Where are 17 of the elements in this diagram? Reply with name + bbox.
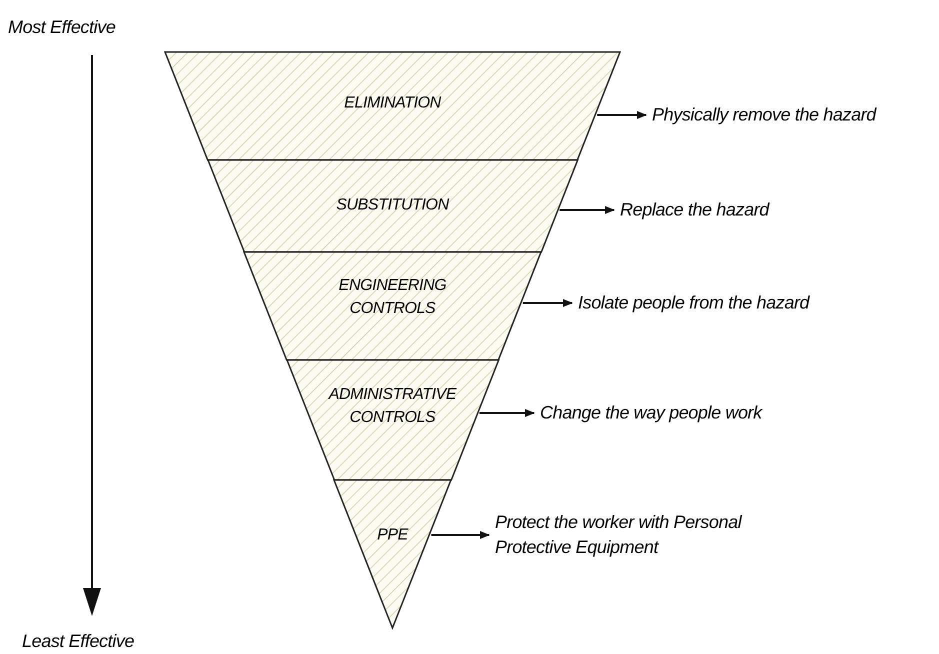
band-label: ADMINISTRATIVE CONTROLS (327, 384, 458, 428)
arrow (560, 206, 615, 214)
arrow (597, 111, 647, 119)
description-text: Change the way people work (540, 401, 764, 424)
arrow (431, 531, 490, 539)
band-label: ENGINEERING CONTROLS (338, 276, 448, 319)
description-text: Isolate people from the hazard (578, 291, 811, 314)
arrow (522, 299, 573, 307)
description-text: Protect the worker with Personal Protective Equipment (495, 510, 744, 559)
band-label: ELIMINATION (343, 93, 442, 114)
effectiveness-label: Least Effective (22, 630, 134, 653)
effectiveness-label: Most Effective (8, 16, 116, 39)
arrow (479, 409, 535, 417)
description-text: Replace the hazard (620, 198, 771, 222)
band-label: SUBSTITUTION (335, 195, 450, 216)
description-text: Physically remove the hazard (652, 103, 878, 126)
band-label: PPE (376, 525, 410, 546)
